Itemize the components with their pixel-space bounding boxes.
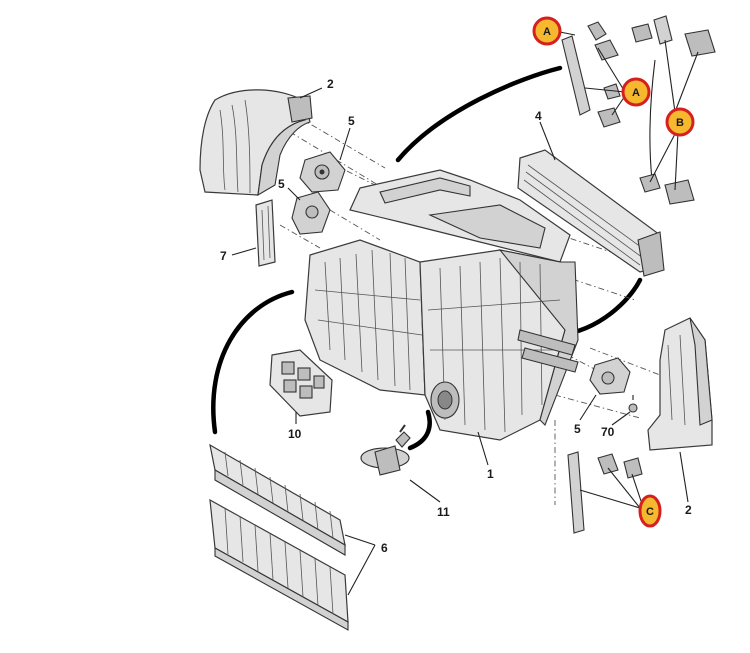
callout-5-right: 5 xyxy=(574,422,581,436)
screw-70 xyxy=(628,395,638,413)
flap-strip xyxy=(255,199,276,267)
heater-core-radiator xyxy=(517,149,665,277)
badge-b: B xyxy=(665,107,695,137)
temperature-sensor xyxy=(360,424,411,476)
callout-1: 1 xyxy=(487,467,494,481)
callout-10: 10 xyxy=(288,427,302,441)
callout-4: 4 xyxy=(535,109,542,123)
connector-arc-top xyxy=(395,65,563,163)
callout-2-left: 2 xyxy=(327,77,334,91)
badge-a-middle: A xyxy=(621,77,651,107)
connector-arc-bottom xyxy=(407,409,432,451)
left-air-duct xyxy=(199,89,313,197)
callout-7: 7 xyxy=(220,249,227,263)
hose-clip-group-b xyxy=(631,15,716,205)
callout-6: 6 xyxy=(381,541,388,555)
callout-11: 11 xyxy=(437,505,450,519)
hose-clip-group-c xyxy=(567,451,643,534)
connector-arc-left xyxy=(211,289,295,435)
cabin-filter-upper xyxy=(209,443,346,556)
hose-clip-group-a xyxy=(561,21,621,128)
callout-2-right: 2 xyxy=(685,503,692,517)
actuator-motor-right xyxy=(589,357,631,395)
svg-text:A: A xyxy=(543,26,551,38)
callout-70: 70 xyxy=(601,425,615,439)
callout-5-middle: 5 xyxy=(278,177,285,191)
hvac-main-housing xyxy=(304,169,579,441)
leader-lines xyxy=(231,31,699,596)
cabin-filter-lower xyxy=(209,498,349,631)
badge-c: C xyxy=(638,494,662,528)
actuator-motor-middle xyxy=(291,191,331,235)
actuator-motor-top xyxy=(299,151,346,193)
badge-a-top: A xyxy=(532,16,562,46)
svg-text:B: B xyxy=(676,117,684,129)
callout-5-top: 5 xyxy=(348,114,355,128)
air-inlet-grille xyxy=(269,349,333,417)
svg-text:A: A xyxy=(632,87,640,99)
right-air-duct xyxy=(647,317,713,451)
svg-text:C: C xyxy=(646,506,654,518)
